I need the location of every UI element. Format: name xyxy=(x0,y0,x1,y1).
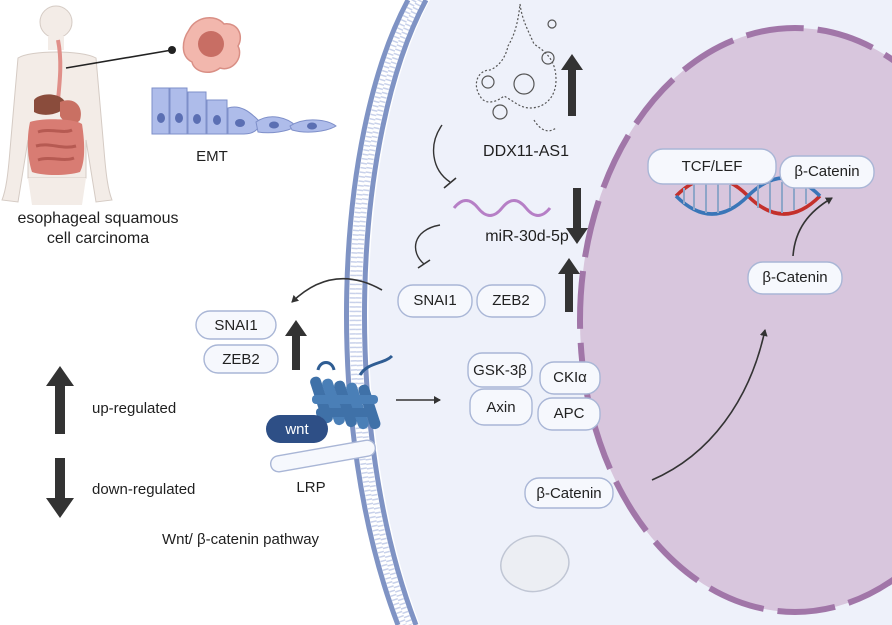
bcatenin-cytoplasm: β-Catenin xyxy=(524,477,614,509)
svg-text:APC: APC xyxy=(554,405,585,422)
emt-label: EMT xyxy=(196,148,228,165)
binding-arrow xyxy=(792,197,833,257)
svg-text:TCF/LEF: TCF/LEF xyxy=(682,158,743,175)
up-arrow-snai1 xyxy=(558,258,580,312)
svg-text:β-Catenin: β-Catenin xyxy=(794,163,859,180)
mirna-label: miR-30d-5p xyxy=(485,228,569,245)
snai1-outside: SNAI1 xyxy=(195,310,277,340)
bcatenin-nucleus-free: β-Catenin xyxy=(747,261,843,295)
vesicle xyxy=(500,535,570,593)
disease-label-line1: esophageal squamous xyxy=(17,210,178,227)
zeb2-outside: ZEB2 xyxy=(203,344,279,374)
legend-down-arrow xyxy=(46,458,74,518)
down-arrow-mirna xyxy=(566,188,588,244)
legend-up-label: up-regulated xyxy=(92,400,176,417)
lrp-coreceptor xyxy=(269,439,377,473)
translocation-arrow xyxy=(651,329,768,481)
svg-text:β-Catenin: β-Catenin xyxy=(536,485,601,502)
svg-text:ZEB2: ZEB2 xyxy=(222,351,260,368)
digestive-organs-icon xyxy=(27,39,85,175)
bcatenin-nucleus-bound: β-Catenin xyxy=(779,155,875,189)
lncrna-structure xyxy=(475,3,557,132)
tcflef-node: TCF/LEF xyxy=(647,148,777,185)
svg-text:SNAI1: SNAI1 xyxy=(214,317,257,334)
connector-line xyxy=(65,46,176,69)
lrp-label: LRP xyxy=(296,479,325,496)
svg-text:SNAI1: SNAI1 xyxy=(413,292,456,309)
up-arrow-outside xyxy=(285,320,307,370)
svg-text:β-Catenin: β-Catenin xyxy=(762,269,827,286)
svg-text:ZEB2: ZEB2 xyxy=(492,292,530,309)
gsk3b-node: GSK-3β xyxy=(467,352,533,388)
mirna-strand xyxy=(452,199,552,217)
legend-up-arrow xyxy=(46,366,74,434)
mirna-inhibits-snai1 xyxy=(414,224,441,269)
svg-text:GSK-3β: GSK-3β xyxy=(473,362,527,379)
tumor-cell-icon xyxy=(182,17,242,74)
pathway-label: Wnt/ β-catenin pathway xyxy=(162,531,320,548)
up-arrow-lncrna xyxy=(561,54,583,116)
snai1-inside: SNAI1 xyxy=(397,284,473,318)
lncrna-label: DDX11-AS1 xyxy=(483,143,569,160)
svg-text:CKIα: CKIα xyxy=(553,369,587,386)
axin-node: Axin xyxy=(469,388,533,426)
lncrna-inhibits-mirna xyxy=(432,124,457,189)
svg-text:Axin: Axin xyxy=(486,399,515,416)
apc-node: APC xyxy=(537,397,601,431)
cell-membrane xyxy=(344,0,429,625)
disease-label-line2: cell carcinoma xyxy=(47,230,149,247)
svg-text:wnt: wnt xyxy=(284,421,309,438)
ckia-node: CKIα xyxy=(539,361,601,395)
legend-down-label: down-regulated xyxy=(92,481,195,498)
wnt-ligand: wnt xyxy=(266,415,328,443)
zeb2-inside: ZEB2 xyxy=(476,284,546,318)
frizzled-receptor xyxy=(310,354,394,430)
emt-epithelium-icon xyxy=(151,87,337,135)
secretion-arrow xyxy=(291,277,383,303)
